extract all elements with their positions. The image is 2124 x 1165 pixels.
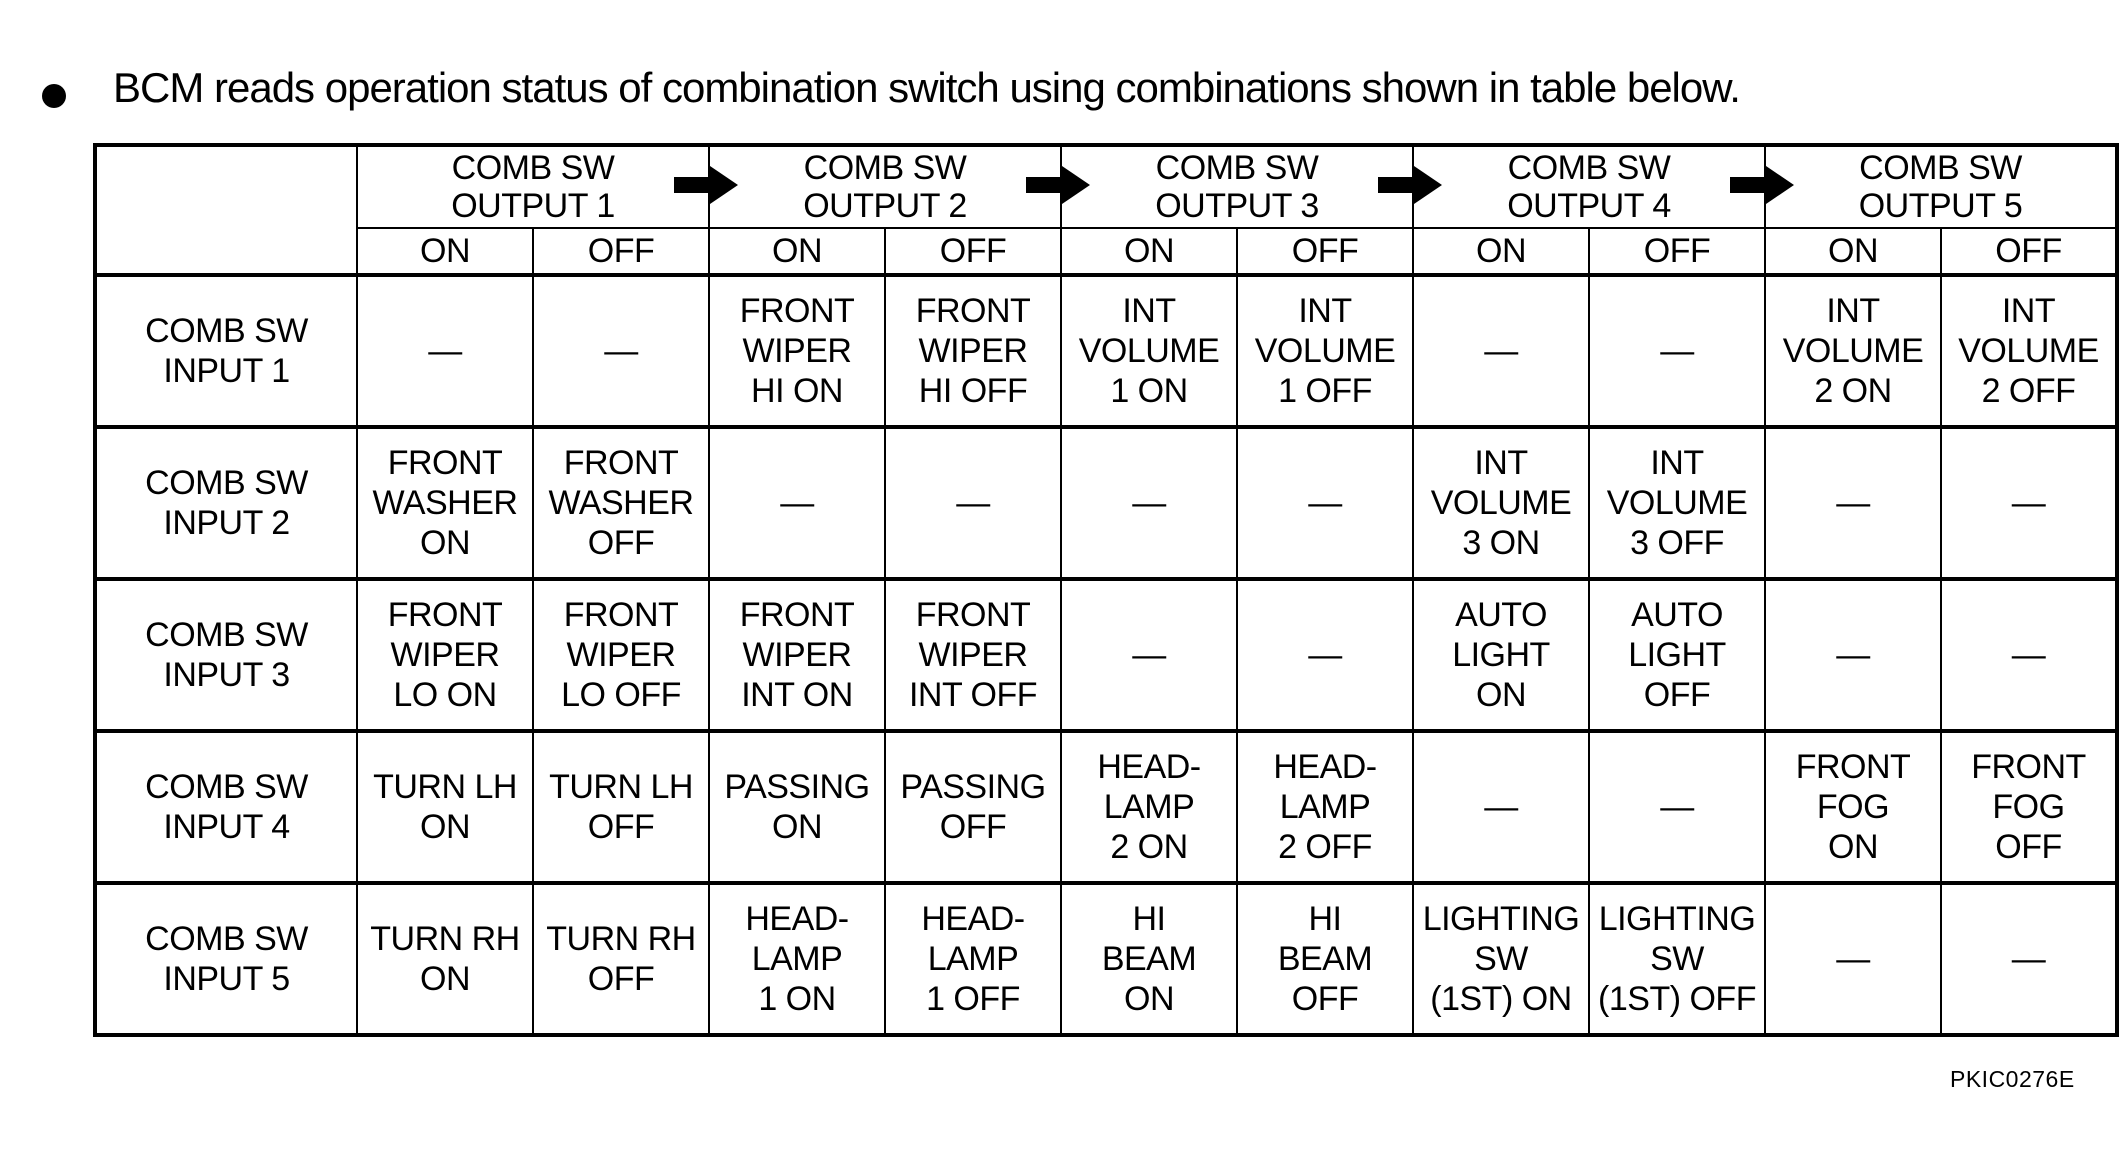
right-arrow-icon — [1730, 164, 1796, 206]
row-header-input-4: COMB SW INPUT 4 — [94, 729, 358, 885]
matrix-cell: FRONT WIPER INT ON — [708, 577, 886, 733]
matrix-cell: HEAD- LAMP 2 OFF — [1236, 729, 1414, 885]
col-group-output-4: COMB SW OUTPUT 4 — [1412, 143, 1766, 230]
matrix-cell: HI BEAM OFF — [1236, 881, 1414, 1037]
matrix-cell: FRONT WIPER LO ON — [356, 577, 534, 733]
subheader-off: OFF — [1588, 227, 1766, 277]
matrix-cell: FRONT WASHER OFF — [532, 425, 710, 581]
right-arrow-icon — [1378, 164, 1444, 206]
col-group-output-1: COMB SW OUTPUT 1 — [356, 143, 710, 230]
matrix-cell: FRONT WIPER HI ON — [708, 273, 886, 429]
table-row-input-2: COMB SW INPUT 2 FRONT WASHER ON FRONT WA… — [94, 425, 2118, 581]
subheader-on: ON — [1764, 227, 1942, 277]
right-arrow-icon — [674, 164, 740, 206]
table-row-input-1: COMB SW INPUT 1 — — FRONT WIPER HI ON FR… — [94, 273, 2118, 429]
matrix-cell: FRONT WASHER ON — [356, 425, 534, 581]
matrix-cell: — — [884, 425, 1062, 581]
matrix-cell: AUTO LIGHT OFF — [1588, 577, 1766, 733]
matrix-cell: — — [1060, 425, 1238, 581]
matrix-cell: INT VOLUME 2 ON — [1764, 273, 1942, 429]
matrix-cell: TURN RH ON — [356, 881, 534, 1037]
subheader-off: OFF — [1236, 227, 1414, 277]
matrix-cell: INT VOLUME 3 OFF — [1588, 425, 1766, 581]
matrix-cell: HI BEAM ON — [1060, 881, 1238, 1037]
matrix-cell: LIGHTING SW (1ST) OFF — [1588, 881, 1766, 1037]
matrix-cell: — — [708, 425, 886, 581]
subheader-off: OFF — [1940, 227, 2118, 277]
matrix-cell: — — [356, 273, 534, 429]
matrix-cell: PASSING OFF — [884, 729, 1062, 885]
bullet-icon — [42, 84, 66, 108]
matrix-cell: — — [1940, 425, 2118, 581]
subheader-on: ON — [1060, 227, 1238, 277]
table-row-input-4: COMB SW INPUT 4 TURN LH ON TURN LH OFF P… — [94, 729, 2118, 885]
matrix-cell: — — [1236, 577, 1414, 733]
matrix-cell: FRONT WIPER LO OFF — [532, 577, 710, 733]
output-header-row: COMB SW OUTPUT 1 COMB SW OUTPUT 2 COMB S… — [94, 143, 2118, 277]
subheader-on: ON — [1412, 227, 1590, 277]
row-header-input-1: COMB SW INPUT 1 — [94, 273, 358, 429]
matrix-cell: — — [1588, 273, 1766, 429]
matrix-cell: — — [1764, 577, 1942, 733]
matrix-cell: INT VOLUME 1 OFF — [1236, 273, 1414, 429]
subheader-off: OFF — [532, 227, 710, 277]
col-group-output-3: COMB SW OUTPUT 3 — [1060, 143, 1414, 230]
subheader-off: OFF — [884, 227, 1062, 277]
on-off-header-row: ON OFF ON OFF ON OFF ON OFF ON OFF — [95, 227, 2118, 277]
matrix-cell: — — [1764, 425, 1942, 581]
matrix-cell: PASSING ON — [708, 729, 886, 885]
matrix-cell: — — [532, 273, 710, 429]
comb-sw-matrix-table: COMB SW OUTPUT 1 COMB SW OUTPUT 2 COMB S… — [93, 143, 2119, 1038]
matrix-cell: — — [1940, 577, 2118, 733]
matrix-cell: — — [1940, 881, 2118, 1037]
table-row-input-3: COMB SW INPUT 3 FRONT WIPER LO ON FRONT … — [94, 577, 2118, 733]
matrix-cell: — — [1588, 729, 1766, 885]
matrix-cell: — — [1236, 425, 1414, 581]
table-row-input-5: COMB SW INPUT 5 TURN RH ON TURN RH OFF H… — [94, 881, 2118, 1037]
matrix-cell: HEAD- LAMP 1 ON — [708, 881, 886, 1037]
matrix-cell: TURN RH OFF — [532, 881, 710, 1037]
matrix-cell: — — [1764, 881, 1942, 1037]
row-header-input-2: COMB SW INPUT 2 — [94, 425, 358, 581]
right-arrow-icon — [1026, 164, 1092, 206]
matrix-cell: TURN LH OFF — [532, 729, 710, 885]
matrix-cell: HEAD- LAMP 1 OFF — [884, 881, 1062, 1037]
matrix-cell: INT VOLUME 3 ON — [1412, 425, 1590, 581]
matrix-cell: LIGHTING SW (1ST) ON — [1412, 881, 1590, 1037]
matrix-cell: FRONT FOG ON — [1764, 729, 1942, 885]
matrix-cell: HEAD- LAMP 2 ON — [1060, 729, 1238, 885]
matrix-cell: FRONT WIPER HI OFF — [884, 273, 1062, 429]
row-header-input-5: COMB SW INPUT 5 — [94, 881, 358, 1037]
col-group-output-5: COMB SW OUTPUT 5 — [1764, 143, 2118, 230]
matrix-cell: FRONT FOG OFF — [1940, 729, 2118, 885]
matrix-cell: INT VOLUME 2 OFF — [1940, 273, 2118, 429]
matrix-cell: — — [1060, 577, 1238, 733]
matrix-cell: AUTO LIGHT ON — [1412, 577, 1590, 733]
figure-code: PKIC0276E — [1950, 1066, 2075, 1092]
subheader-on: ON — [708, 227, 886, 277]
col-group-output-2: COMB SW OUTPUT 2 — [708, 143, 1062, 230]
page-title: BCM reads operation status of combinatio… — [113, 64, 1741, 111]
subheader-on: ON — [356, 227, 534, 277]
corner-cell — [94, 143, 358, 277]
matrix-cell: — — [1412, 273, 1590, 429]
row-header-input-3: COMB SW INPUT 3 — [94, 577, 358, 733]
matrix-cell: TURN LH ON — [356, 729, 534, 885]
matrix-cell: FRONT WIPER INT OFF — [884, 577, 1062, 733]
matrix-cell: INT VOLUME 1 ON — [1060, 273, 1238, 429]
matrix-cell: — — [1412, 729, 1590, 885]
